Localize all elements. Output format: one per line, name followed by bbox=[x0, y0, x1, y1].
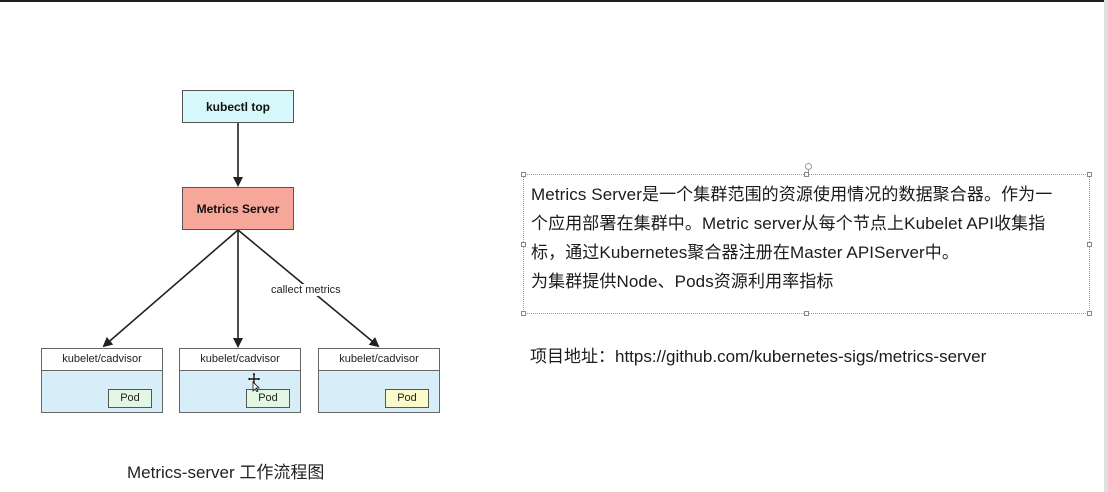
kubectl-top-box: kubectl top bbox=[182, 90, 294, 123]
resize-handle-w[interactable] bbox=[521, 242, 526, 247]
top-border bbox=[0, 0, 1108, 2]
kubectl-top-label: kubectl top bbox=[205, 99, 270, 114]
pod-box: Pod bbox=[385, 389, 429, 408]
rotate-handle-icon[interactable] bbox=[805, 163, 812, 170]
node-header: kubelet/cadvisor bbox=[42, 349, 162, 371]
metrics-server-label: Metrics Server bbox=[196, 201, 280, 216]
right-border bbox=[1104, 0, 1108, 492]
description-line-2: 个应用部署在集群中。Metric server从每个节点上Kubelet API… bbox=[531, 214, 1046, 233]
pod-box: Pod bbox=[246, 389, 290, 408]
metrics-server-box: Metrics Server bbox=[182, 187, 294, 230]
description-textbox[interactable]: Metrics Server是一个集群范围的资源使用情况的数据聚合器。作为一 个… bbox=[523, 174, 1090, 314]
resize-handle-ne[interactable] bbox=[1087, 172, 1092, 177]
node-box-1: kubelet/cadvisor Pod bbox=[41, 348, 163, 413]
resize-handle-se[interactable] bbox=[1087, 311, 1092, 316]
project-address: 项目地址：https://github.com/kubernetes-sigs/… bbox=[530, 347, 987, 366]
node-box-3: kubelet/cadvisor Pod bbox=[318, 348, 440, 413]
resize-handle-n[interactable] bbox=[804, 172, 809, 177]
node-box-2: kubelet/cadvisor Pod bbox=[179, 348, 301, 413]
node-header: kubelet/cadvisor bbox=[180, 349, 300, 371]
arrow-server-to-node1 bbox=[102, 229, 239, 348]
move-cursor-icon bbox=[247, 372, 261, 392]
resize-handle-sw[interactable] bbox=[521, 311, 526, 316]
diagram-caption: Metrics-server 工作流程图 bbox=[127, 463, 325, 482]
resize-handle-nw[interactable] bbox=[521, 172, 526, 177]
resize-handle-s[interactable] bbox=[804, 311, 809, 316]
description-line-1: Metrics Server是一个集群范围的资源使用情况的数据聚合器。作为一 bbox=[531, 185, 1053, 204]
pod-box: Pod bbox=[108, 389, 152, 408]
resize-handle-e[interactable] bbox=[1087, 242, 1092, 247]
node-header: kubelet/cadvisor bbox=[319, 349, 439, 371]
description-line-4: 为集群提供Node、Pods资源利用率指标 bbox=[531, 272, 834, 291]
description-line-3: 标，通过Kubernetes聚合器注册在Master APIServer中。 bbox=[531, 243, 959, 262]
collect-metrics-label: callect metrics bbox=[270, 284, 342, 296]
